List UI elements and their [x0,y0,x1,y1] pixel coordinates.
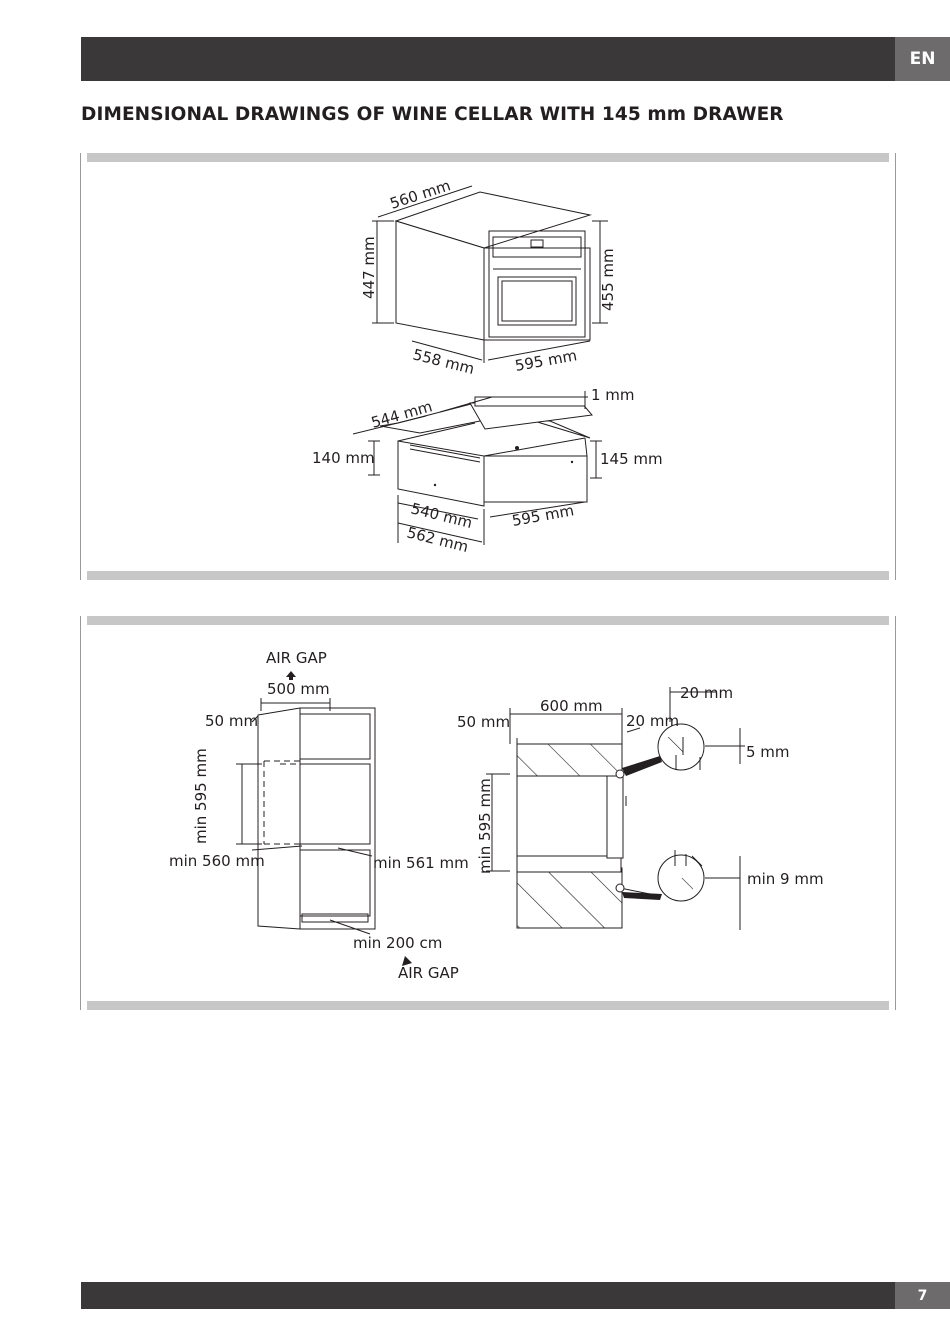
cabinet-height-label: min 595 mm [192,748,210,844]
drawer-height-right-label: 145 mm [600,450,663,468]
language-tab: EN [895,37,950,81]
figure-panel-installation: AIR GAP 500 mm 50 mm min 595 mm min 560 … [80,616,896,1010]
air-gap-top-label: AIR GAP [266,649,327,667]
header-bar [81,37,950,81]
cellar-height-left-label: 447 mm [360,236,378,299]
section-height-label: min 595 mm [476,778,494,874]
cabinet-depth-right-label: min 561 mm [373,854,469,872]
detail-top-gap-label: 20 mm [680,684,733,702]
installation-drawing: AIR GAP 500 mm 50 mm min 595 mm min 560 … [169,649,824,982]
section-width-label: 600 mm [540,697,603,715]
cabinet-width-label: 500 mm [267,680,330,698]
section-side-gap-label: 20 mm [626,712,679,730]
air-gap-bottom-label: AIR GAP [398,964,459,982]
drawer-front-width-label: 595 mm [511,501,576,530]
footer-bar [81,1282,950,1309]
vent-size-label: min 200 cm [353,934,442,952]
drawer-gap-label: 1 mm [591,386,635,404]
drawer-height-left-label: 140 mm [312,449,375,467]
cabinet-depth-left-label: min 560 mm [169,852,265,870]
cellar-front-width-label: 595 mm [514,346,579,375]
figure-panel-cellar-and-drawer: 560 mm 447 mm 455 mm 558 mm 595 mm 544 m… [80,153,896,580]
cellar-and-drawer-drawing: 560 mm 447 mm 455 mm 558 mm 595 mm 544 m… [312,176,663,556]
cellar-depth-label: 558 mm [411,345,476,378]
cabinet-offset-label: 50 mm [205,712,258,730]
cellar-height-right-label: 455 mm [599,248,617,311]
detail-top-height-label: 5 mm [746,743,790,761]
detail-bottom-height-label: min 9 mm [747,870,824,888]
page-title: DIMENSIONAL DRAWINGS OF WINE CELLAR WITH… [81,104,784,125]
page-number: 7 [895,1282,950,1309]
section-offset-label: 50 mm [457,713,510,731]
